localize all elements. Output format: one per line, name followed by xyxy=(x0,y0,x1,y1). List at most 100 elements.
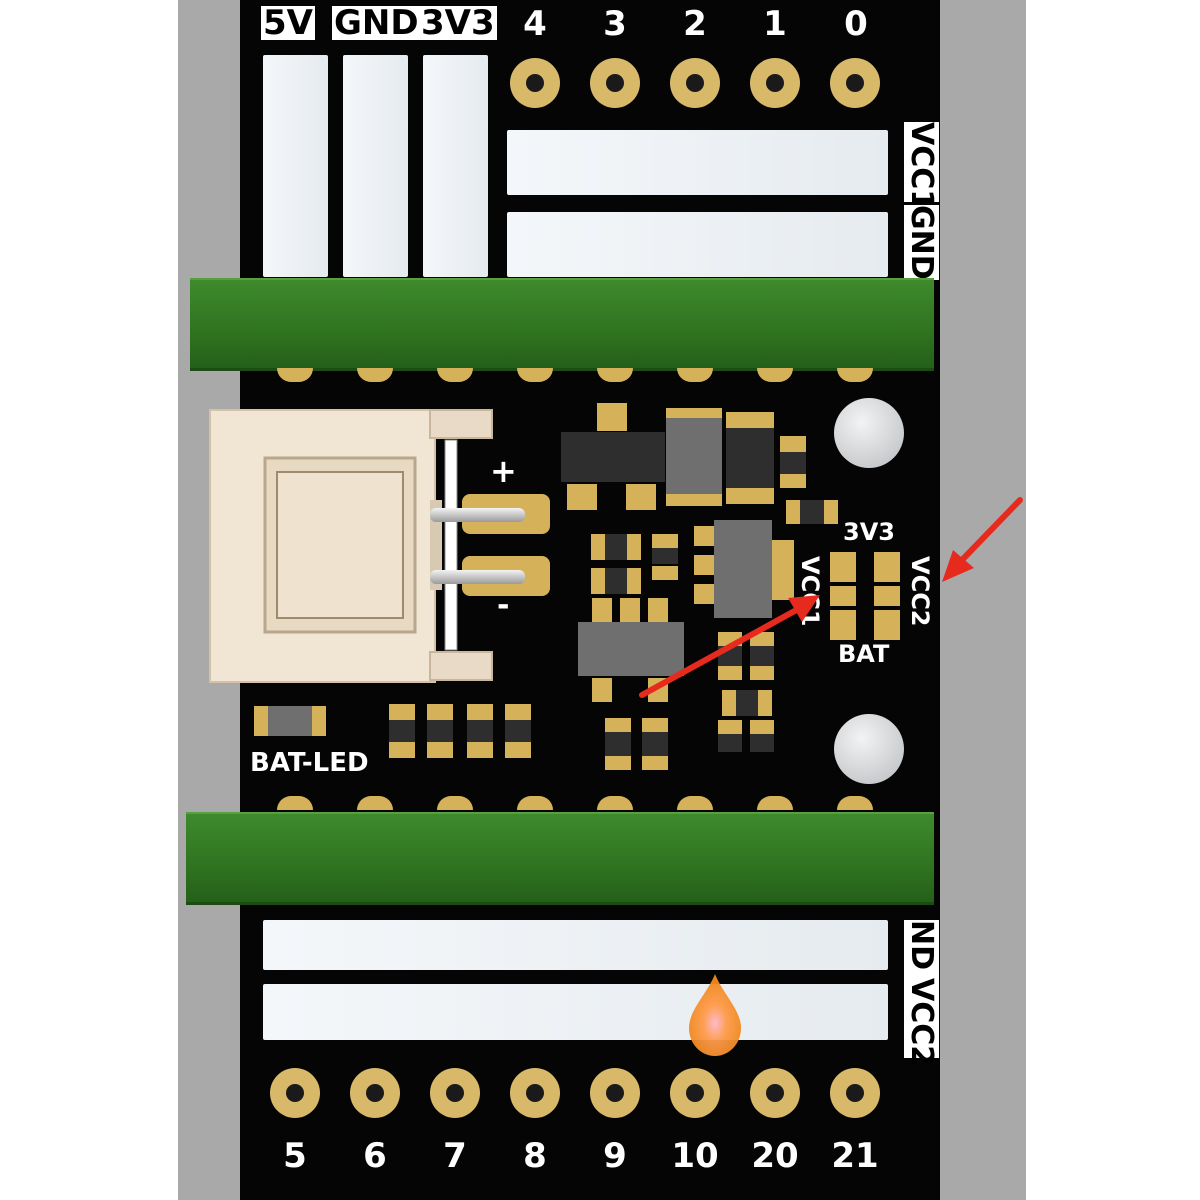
smd-pad xyxy=(726,412,774,428)
diode-body xyxy=(726,428,774,488)
chip-body xyxy=(666,418,722,494)
smd-pad xyxy=(427,704,453,720)
header-pad xyxy=(517,796,553,810)
connector-plus-label: + xyxy=(490,452,517,490)
smd-pad xyxy=(605,756,631,770)
smd-pad xyxy=(427,742,453,758)
jumper-vcc2-pad-top xyxy=(874,552,900,582)
header-pad xyxy=(677,368,713,382)
smd-pad xyxy=(605,718,631,732)
jumper-vcc1-pad-bottom xyxy=(830,610,856,640)
connector-minus-label: - xyxy=(497,588,510,623)
smd-pad xyxy=(627,568,641,594)
smd-pad xyxy=(694,584,714,604)
smd-pad xyxy=(627,534,641,560)
regulator-body xyxy=(578,622,684,676)
pin-label-10: 10 xyxy=(671,1136,719,1176)
smd-pad xyxy=(591,534,605,560)
pad-pin-2 xyxy=(670,58,720,108)
jumper-vcc2-pad-bottom xyxy=(874,610,900,640)
arrow-to-vcc1-line xyxy=(639,605,803,698)
header-pad xyxy=(517,368,553,382)
transistor-body xyxy=(561,432,665,482)
power-strip-5v xyxy=(263,55,328,277)
smd-pad xyxy=(786,500,800,524)
annotation-arrows xyxy=(639,497,1023,698)
pin-label-8: 8 xyxy=(523,1136,547,1176)
smd-pad xyxy=(389,742,415,758)
pin-label-3: 3 xyxy=(603,4,627,44)
resistor-body xyxy=(780,452,806,474)
smd-pad xyxy=(254,706,268,736)
header-pad xyxy=(277,368,313,382)
power-strip-gnd-bottom xyxy=(263,920,888,970)
resistor-body xyxy=(718,734,742,752)
resistor-body xyxy=(750,646,774,666)
smd-pad xyxy=(694,555,714,575)
pad-pin-8 xyxy=(510,1068,560,1118)
mounting-hole-top xyxy=(834,398,904,468)
power-strip-vcc2 xyxy=(263,984,888,1040)
smd-pad xyxy=(652,534,678,548)
resistor-body xyxy=(800,500,824,524)
pad-pin-20 xyxy=(750,1068,800,1118)
background-right xyxy=(1026,0,1200,1200)
label-3v3-jumper: 3V3 xyxy=(843,518,895,546)
smd-pad xyxy=(718,666,742,680)
pin-label-7: 7 xyxy=(443,1136,467,1176)
mounting-rail-right xyxy=(940,0,1026,1200)
header-pad xyxy=(837,796,873,810)
header-pad xyxy=(757,796,793,810)
battery-connector xyxy=(209,409,493,683)
connector-pin-minus xyxy=(430,570,525,584)
label-vcc1-right: VCC1 xyxy=(904,122,939,211)
resistor-body xyxy=(605,732,631,756)
pin-label-0: 0 xyxy=(844,4,868,44)
header-pad xyxy=(357,368,393,382)
resistor-body xyxy=(427,720,453,742)
led-body xyxy=(268,706,312,736)
header-pad xyxy=(277,796,313,810)
smd-pad xyxy=(666,408,722,420)
resistor-body xyxy=(389,720,415,742)
header-pad xyxy=(837,368,873,382)
label-3v3: 3V3 xyxy=(419,3,497,43)
smd-pad xyxy=(592,678,612,702)
power-strip-vcc1 xyxy=(507,130,888,195)
smd-pad xyxy=(642,718,668,732)
header-pad xyxy=(437,368,473,382)
smd-pad xyxy=(505,742,531,758)
smd-pad xyxy=(694,526,714,546)
resistor-body xyxy=(605,568,627,594)
pad-pin-0 xyxy=(830,58,880,108)
pad-pin-9 xyxy=(590,1068,640,1118)
smd-pad xyxy=(467,704,493,720)
pad-pin-7 xyxy=(430,1068,480,1118)
background-left xyxy=(0,0,178,1200)
pin-label-9: 9 xyxy=(603,1136,627,1176)
label-vcc2-jumper: VCC2 xyxy=(906,556,934,627)
smd-pad xyxy=(726,488,774,504)
label-5v: 5V xyxy=(261,3,315,43)
smd-pad xyxy=(389,704,415,720)
header-pad xyxy=(597,796,633,810)
resistor-body xyxy=(467,720,493,742)
smd-pad xyxy=(505,704,531,720)
resistor-body xyxy=(505,720,531,742)
smd-pad xyxy=(750,720,774,734)
pad-pin-21 xyxy=(830,1068,880,1118)
pin-label-21: 21 xyxy=(831,1136,879,1176)
label-gnd-bottom-right: ND xyxy=(904,920,939,980)
smd-pad xyxy=(666,494,722,506)
smd-pad xyxy=(780,474,806,488)
ic-body xyxy=(714,520,772,618)
pin-header-bottom xyxy=(186,812,934,905)
smd-pad xyxy=(642,756,668,770)
arrow-to-vcc2-line xyxy=(959,497,1023,563)
pin-label-20: 20 xyxy=(751,1136,799,1176)
smd-pad xyxy=(780,436,806,452)
smd-pad xyxy=(312,706,326,736)
pad-pin-6 xyxy=(350,1068,400,1118)
header-pad xyxy=(597,368,633,382)
arrow-to-vcc2-head xyxy=(942,550,974,582)
